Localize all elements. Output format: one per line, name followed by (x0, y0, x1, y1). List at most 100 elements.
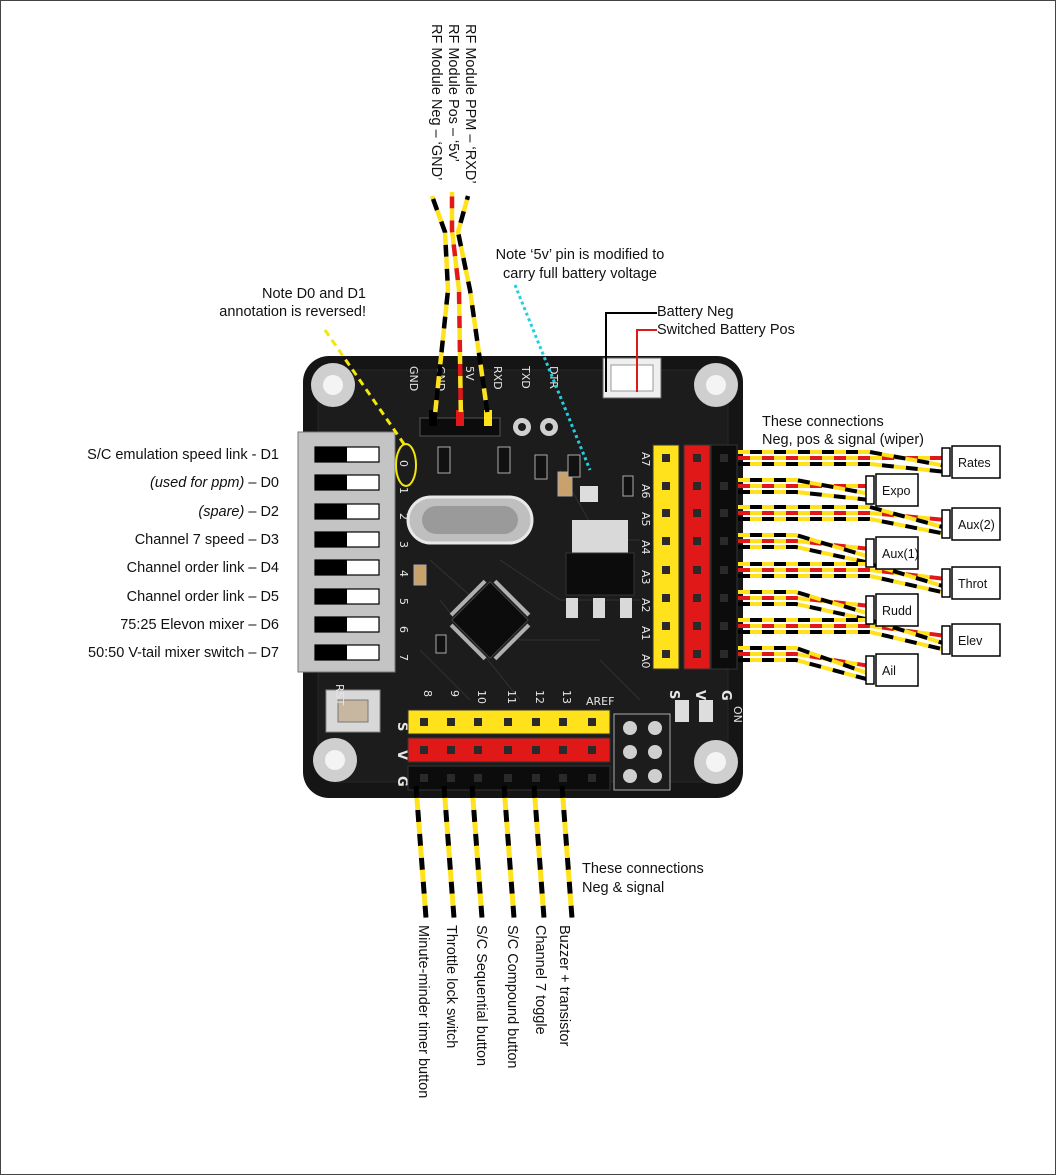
pot-throt: Throt (941, 566, 1001, 600)
pot-sig-wire-5 (738, 590, 871, 616)
pot-aux1: Aux(1) (865, 536, 919, 570)
dip-label-0: S/C emulation speed link - D1 (87, 447, 279, 463)
silk-analog-5: A2 (639, 598, 652, 613)
dip-label-1: (used for ppm) – D0 (150, 475, 279, 491)
right-header-pins (652, 444, 738, 670)
silk-top-4: TXD (519, 365, 532, 389)
pot-label-7: Ail (882, 664, 896, 678)
dip-label-7: 50:50 V-tail mixer switch – D7 (88, 645, 279, 661)
silk-analog-0: A7 (639, 452, 652, 467)
right-header-line2: Neg, pos & signal (wiper) (762, 432, 924, 448)
dip-switch-3[interactable] (314, 531, 380, 548)
pot-pos-wire-2 (738, 511, 947, 522)
silk-left-V: V (394, 750, 409, 760)
silk-digital-7: 7 (397, 654, 410, 661)
pot-pos-wire-5 (738, 596, 871, 608)
bottom-wire-label-1: Throttle lock switch (443, 925, 459, 1048)
silk-digital-1: 1 (397, 487, 410, 494)
icsp-header (613, 713, 671, 791)
pot-neg-wire-2 (738, 517, 947, 536)
silk-analog-7: A0 (639, 654, 652, 669)
pot-neg-wire-5 (738, 602, 871, 622)
bottom-wire-1 (441, 785, 457, 919)
bottom-wire-0 (413, 785, 429, 919)
rf-wire-label-1: RF Module Pos – ‘5v’ (445, 24, 461, 162)
bottom-header-pins (407, 709, 611, 791)
bottom-header-line1: These connections (582, 861, 704, 877)
crystal-oscillator (406, 495, 534, 545)
labels: RF Module PPM – ‘RXD’RF Module Pos – ‘5v… (87, 24, 924, 1098)
bottom-wire-3 (501, 785, 517, 919)
pot-sig-wire-7 (738, 646, 871, 676)
silk-digital-bottom-4: 12 (533, 690, 546, 704)
smd-components (413, 446, 713, 722)
dip-switch-4[interactable] (314, 559, 380, 576)
silk-digital-bottom-5: 13 (560, 690, 573, 704)
pot-neg-wire-7 (738, 658, 871, 682)
note-d0d1-line1: Note D0 and D1 (262, 286, 366, 302)
silk-analog-2: A5 (639, 512, 652, 527)
silk-digital-bottom-0: 8 (421, 690, 434, 697)
silk-right-V: V (692, 690, 707, 700)
pot-neg-wire-0 (738, 462, 947, 474)
silk-reset: RST (333, 684, 346, 706)
silk-left-G: G (394, 776, 409, 787)
silk-digital-0: 0 (397, 460, 410, 467)
dip-label-5: Channel order link – D5 (127, 589, 279, 605)
pot-sig-wire-0 (738, 450, 947, 468)
silk-aref: AREF (586, 695, 614, 708)
dip-label-4: Channel order link – D4 (127, 560, 279, 576)
dip-switch-1[interactable] (314, 474, 380, 491)
pot-neg-wire-6 (738, 630, 947, 652)
pot-neg-wire-4 (738, 574, 947, 595)
reset-button[interactable] (325, 689, 381, 733)
pot-sig-wire-2 (738, 505, 947, 530)
pot-pos-wire-3 (738, 539, 871, 551)
silk-digital-6: 6 (397, 626, 410, 633)
bottom-wire-label-0: Minute-minder timer button (415, 925, 431, 1098)
dip-switch-6[interactable] (314, 616, 380, 633)
rf-wire-label-0: RF Module PPM – ‘RXD’ (462, 24, 478, 184)
right-header-col-1 (683, 444, 711, 670)
silk-digital-3: 3 (397, 541, 410, 548)
rf-wire-label-2: RF Module Neg – ‘GND’ (428, 24, 444, 180)
dip-switch-block (297, 431, 396, 673)
dip-switch-7[interactable] (314, 644, 380, 661)
pot-pos-wire-7 (738, 652, 871, 668)
dip-label-6: 75:25 Elevon mixer – D6 (120, 617, 279, 633)
bottom-wire-4 (531, 785, 547, 919)
dip-switch-5[interactable] (314, 588, 380, 605)
pot-expo: Expo (865, 473, 919, 507)
bottom-wire-label-4: Channel 7 toggle (532, 925, 548, 1035)
pot-label-3: Aux(1) (882, 547, 919, 561)
silk-digital-bottom-3: 11 (505, 690, 518, 704)
rf-pos-wire (449, 192, 464, 425)
pot-label-0: Rates (958, 456, 991, 470)
silk-digital-2: 2 (397, 513, 410, 520)
bottom-wire-2 (469, 785, 485, 919)
dip-switch-2[interactable] (314, 503, 380, 520)
right-header-line1: These connections (762, 414, 884, 430)
pot-label-1: Expo (882, 484, 911, 498)
right-header-col-2 (710, 444, 738, 670)
silk-top-2: 5V (463, 366, 476, 381)
bottom-wire-label-3: S/C Compound button (504, 925, 520, 1068)
dip-switch-0[interactable] (314, 446, 380, 463)
bottom-wire-label-2: S/C Sequential button (473, 925, 489, 1066)
pot-elev: Elev (941, 623, 1001, 657)
silk-top-5: DTR (547, 366, 560, 389)
battery-pos-label: Switched Battery Pos (657, 322, 795, 338)
note-5v-line2: carry full battery voltage (503, 266, 657, 282)
pot-rudd: Rudd (865, 593, 919, 627)
annotations (323, 284, 657, 487)
note-d0d1-line2: annotation is reversed! (219, 304, 366, 320)
rf-neg-wire (429, 195, 451, 425)
silk-digital-bottom-1: 9 (448, 690, 461, 697)
bottom-header-line2: Neg & signal (582, 880, 664, 896)
pot-ail: Ail (865, 653, 919, 687)
note-5v-line1: Note ‘5v’ pin is modified to (496, 247, 665, 263)
dip-switches (314, 446, 380, 661)
